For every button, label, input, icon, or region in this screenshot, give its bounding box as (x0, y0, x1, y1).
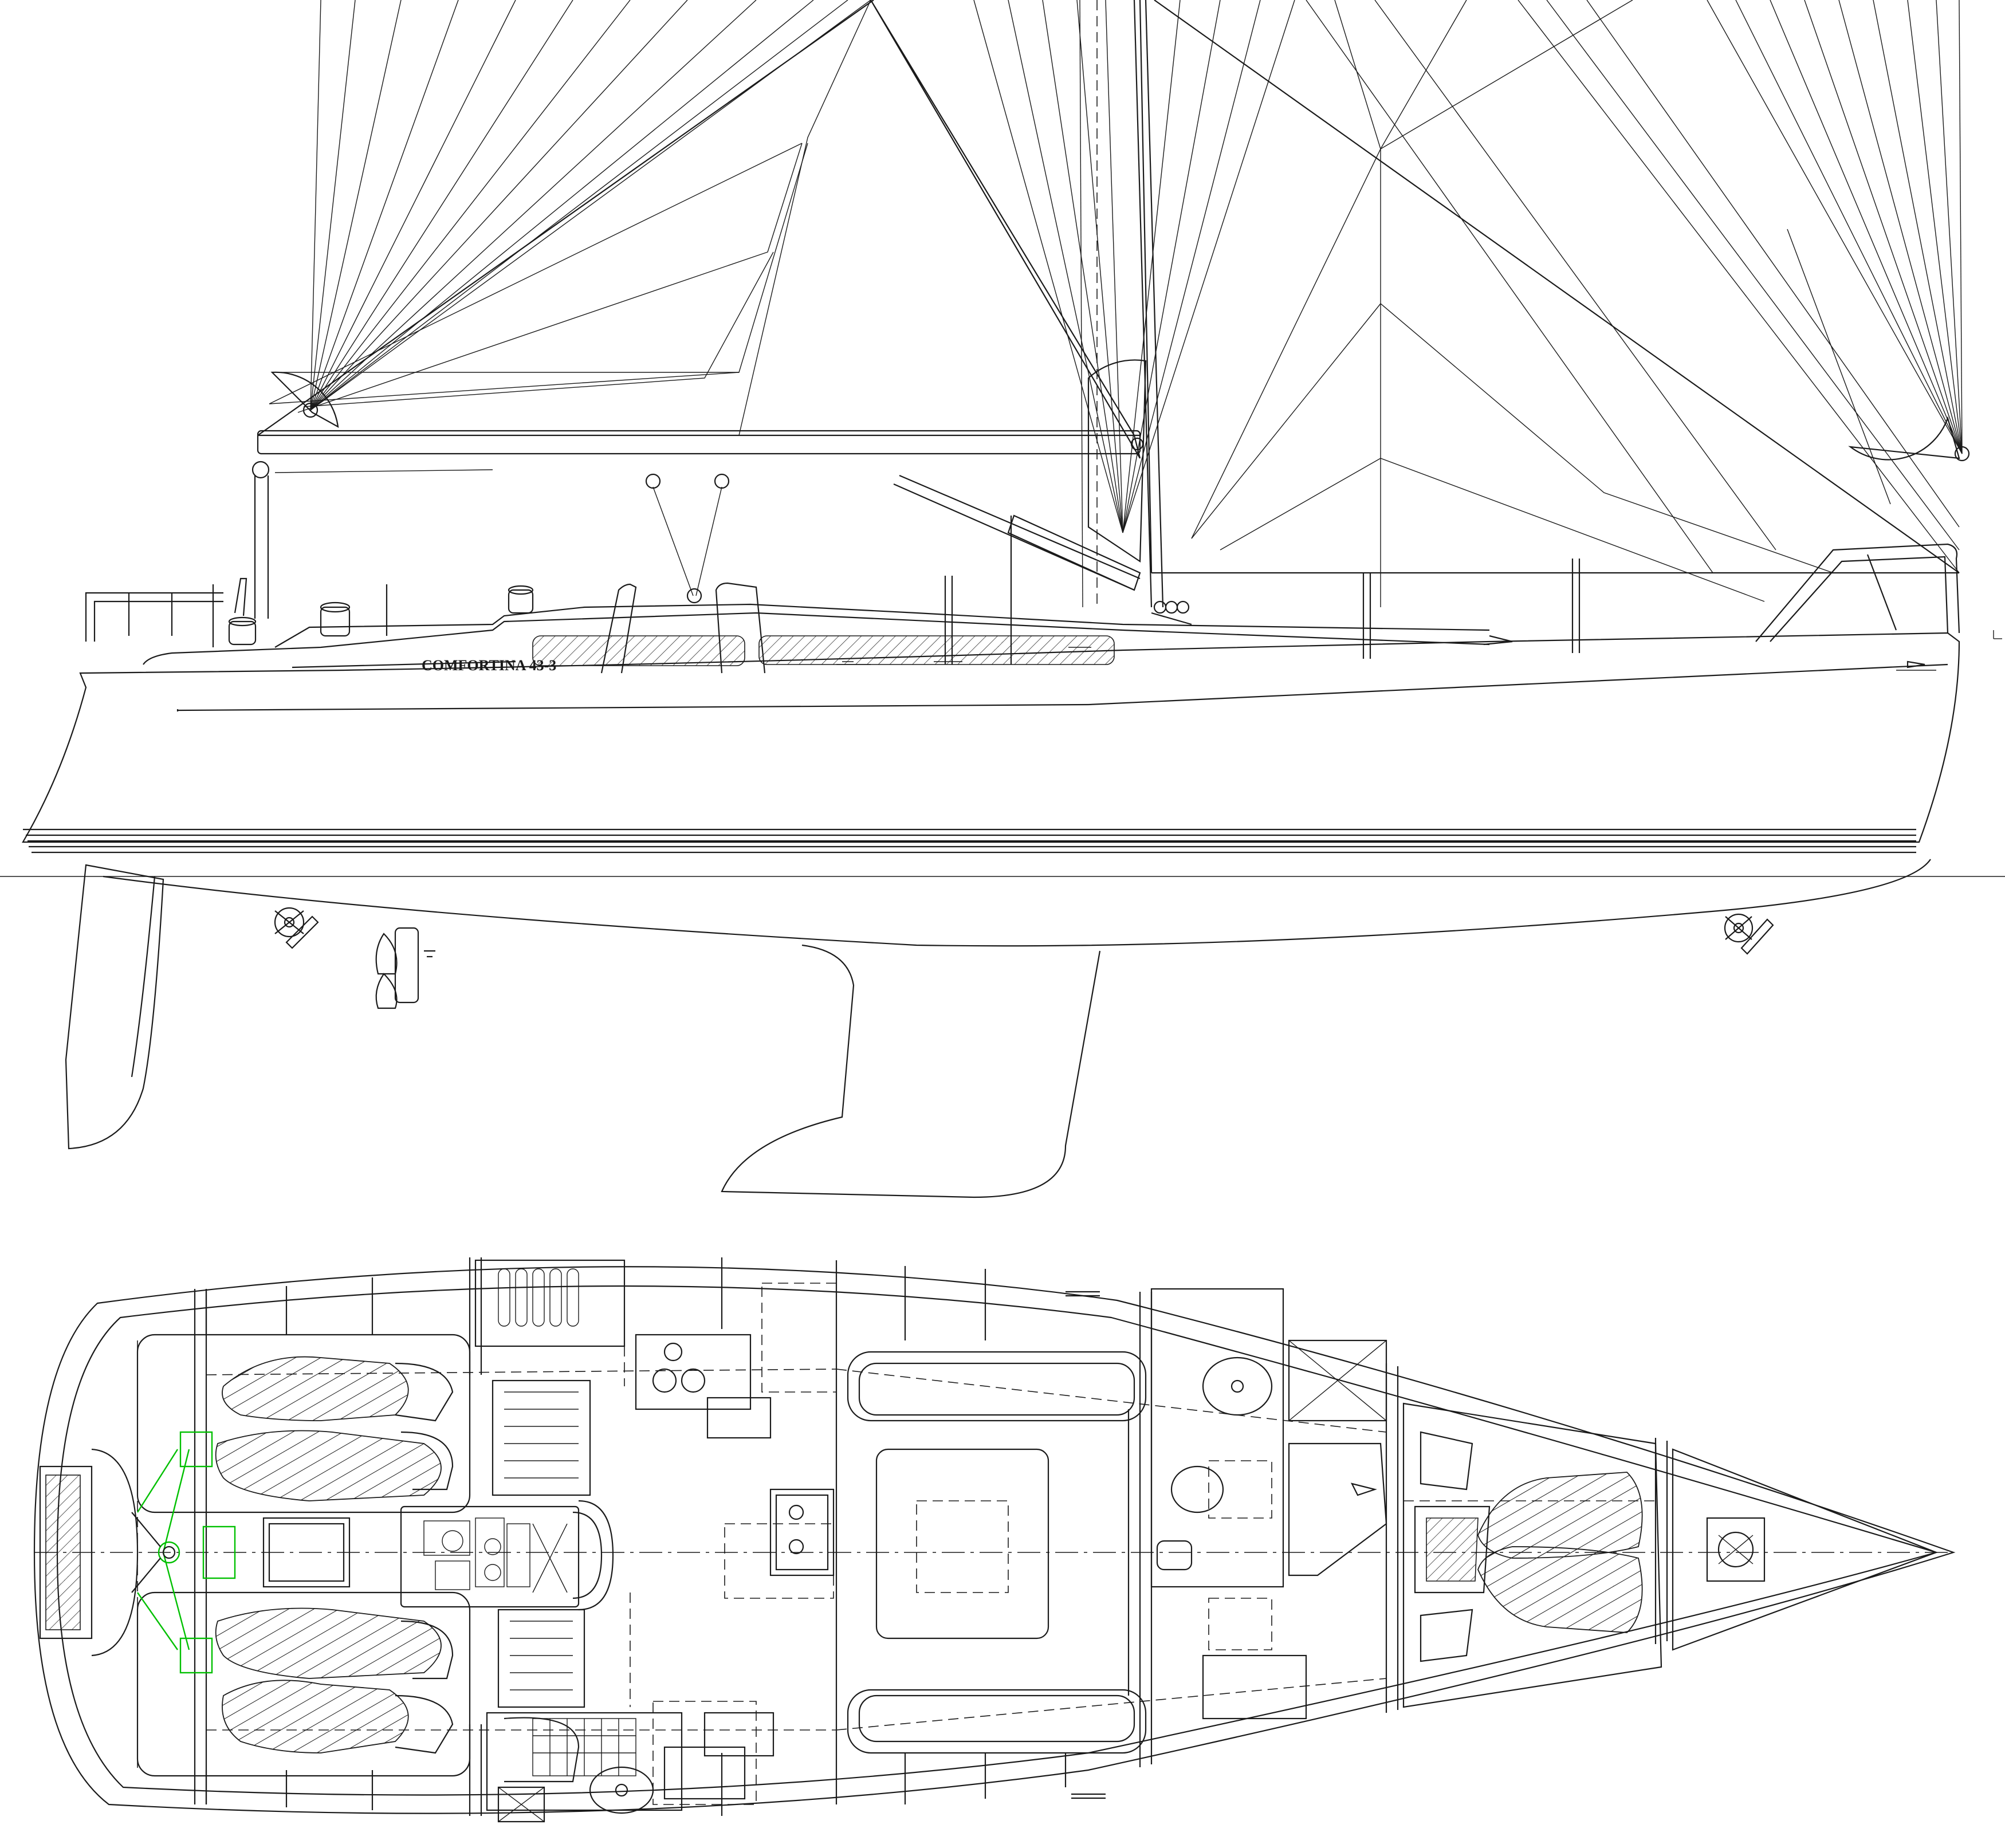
rudder (65, 864, 164, 1150)
headliner-dashes (137, 1340, 1656, 1770)
cockpit-lockers (205, 1257, 1067, 1816)
forward-head (1150, 1288, 1307, 1720)
pushpit (85, 592, 223, 642)
aft-head (486, 1712, 683, 1823)
steering-quadrant (262, 1517, 351, 1588)
stern-thruster (274, 907, 319, 949)
keel (721, 944, 1101, 1198)
winch-primary (320, 601, 351, 637)
companionway-steps-port (492, 1379, 591, 1496)
bulkheads (194, 1257, 1668, 1816)
chainplates (1066, 1291, 1106, 1799)
mast-base-blocks (842, 600, 1192, 662)
coachroof: COMFORTINA 43-3 (143, 582, 1936, 674)
winch-secondary (228, 616, 257, 646)
nav-station (652, 1701, 775, 1805)
shower (1288, 1339, 1387, 1576)
profile-view: COMFORTINA 43-3 (0, 0, 2005, 1198)
mast (1079, 0, 1164, 608)
companionway-steps-starboard (497, 1609, 585, 1708)
saloon (847, 1351, 1147, 1754)
aft-cabin-port (136, 1334, 471, 1513)
hull (0, 630, 2005, 947)
spinnaker-radial (973, 0, 1295, 563)
hull-outline-plan (33, 1266, 1956, 1814)
genoa (1139, 0, 1960, 607)
winch-halyard (508, 585, 534, 614)
galley (635, 1283, 837, 1599)
winches (212, 577, 534, 647)
accommodation-plan (33, 1257, 1956, 1823)
saildrive (375, 927, 435, 1009)
deck-hatch-aft (532, 635, 745, 666)
bow-thruster (1724, 913, 1774, 955)
wet-locker (474, 1259, 626, 1347)
forward-cabin (1402, 1402, 1662, 1708)
radial-panel-fore (1306, 0, 1970, 573)
boom (251, 430, 1144, 619)
engine (400, 1500, 614, 1611)
aft-cabin-starboard (136, 1591, 471, 1777)
hull-name: COMFORTINA 43-3 (422, 657, 556, 674)
anchor-locker (1672, 1448, 1939, 1651)
steering-system (131, 1431, 236, 1674)
mainsail (257, 0, 1141, 459)
pulpit (1755, 543, 1960, 642)
radial-panel-aft (270, 0, 871, 428)
